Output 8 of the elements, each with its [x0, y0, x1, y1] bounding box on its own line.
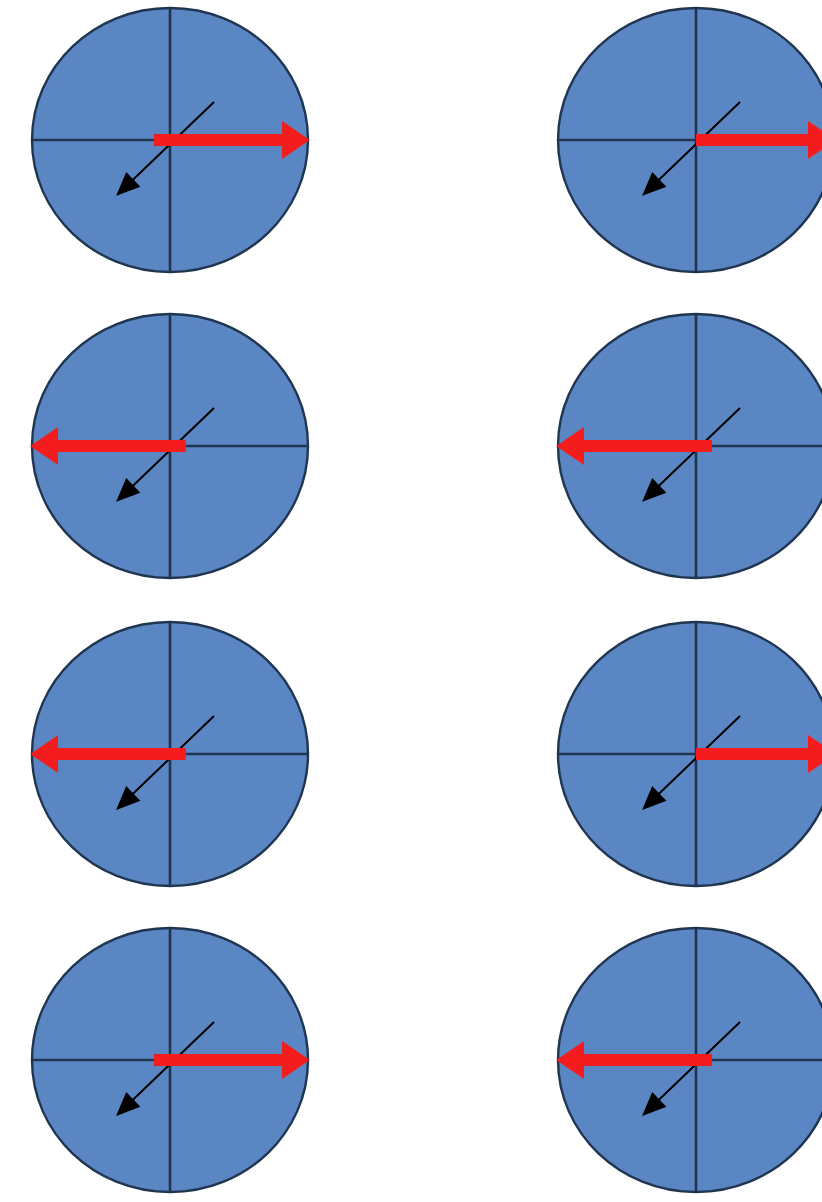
disc	[30, 312, 310, 580]
disc	[556, 926, 822, 1194]
disc	[30, 926, 310, 1194]
disc	[30, 620, 310, 888]
disc	[556, 312, 822, 580]
disc	[556, 620, 822, 888]
disc	[556, 6, 822, 274]
disc	[30, 6, 310, 274]
